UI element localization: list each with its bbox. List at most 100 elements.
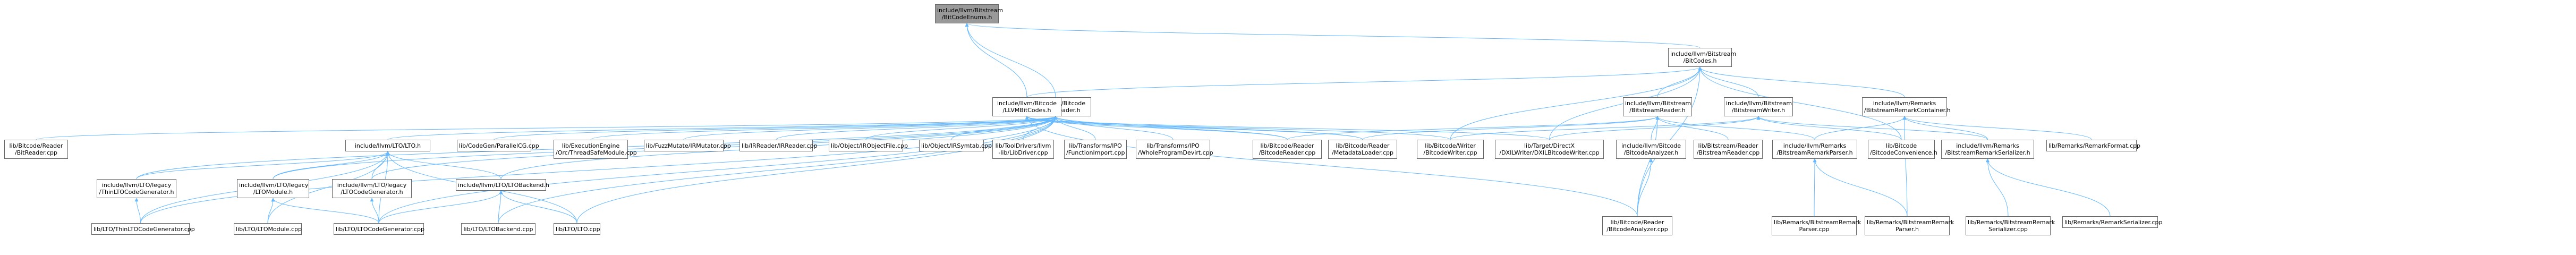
graph-node-label: /BitcodeConvenience.h	[1870, 149, 1937, 156]
graph-node[interactable]: lib/LTO/LTOModule.cpp	[234, 223, 302, 235]
graph-edge	[36, 116, 1057, 140]
graph-node[interactable]: lib/Object/IRObjectFile.cpp	[829, 140, 908, 151]
graph-edge	[136, 151, 390, 180]
graph-node[interactable]: lib/Bitstream/Reader/BitstreamReader.cpp	[1694, 140, 1763, 159]
graph-edge	[140, 116, 1058, 224]
graph-node[interactable]: lib/Bitcode/Reader/BitcodeAnalyzer.cpp	[1602, 216, 1672, 235]
graph-edge	[494, 116, 1058, 140]
graph-node[interactable]: lib/Remarks/RemarkFormat.cpp	[2046, 140, 2141, 151]
graph-node-label: lib/Transforms/IPO	[1069, 142, 1122, 149]
graph-edge	[134, 198, 141, 224]
graph-node[interactable]: include/llvm/Bitstream/BitCodeEnums.h	[935, 4, 1004, 23]
graph-edge	[1549, 116, 1761, 140]
graph-node[interactable]: lib/Transforms/IPO/WholeProgramDevirt.cp…	[1136, 140, 1213, 159]
graph-node-label: lib/Bitcode/Reader	[1260, 142, 1314, 149]
graph-node[interactable]: lib/LTO/ThinLTOCodeGenerator.cpp	[91, 223, 195, 235]
graph-node[interactable]: lib/ExecutionEngine/Orc/ThreadSafeModule…	[554, 140, 637, 159]
graph-node-label: /BitcodeAnalyzer.h	[1623, 149, 1679, 156]
graph-edge	[1053, 116, 1288, 140]
graph-node-label: /BitstreamRemarkSerializer.h	[1945, 149, 2030, 156]
graph-node-label: /BitstreamRemarkParser.h	[1776, 149, 1853, 156]
graph-node[interactable]: lib/Bitcode/BitcodeConvenience.h	[1868, 140, 1937, 159]
graph-node-label: /BitcodeWriter.cpp	[1423, 149, 1477, 156]
graph-node-label: lib/CodeGen/ParallelCG.cpp	[459, 142, 539, 149]
graph-node[interactable]: lib/Bitcode/Reader/BitReader.cpp	[4, 140, 68, 159]
graph-edge	[498, 190, 503, 224]
graph-node-label: /LTOModule.h	[253, 189, 293, 196]
graph-node-label: lib/Bitcode/Reader	[1610, 219, 1664, 226]
graph-node-label: include/llvm/Bitstream	[937, 7, 1004, 14]
graph-node[interactable]: include/llvm/Remarks/BitstreamRemarkCont…	[1862, 97, 1951, 116]
graph-edge	[1362, 116, 1660, 140]
graph-node-label: include/llvm/LTO/legacy	[239, 182, 309, 189]
graph-node-label: /ThinLTOCodeGenerator.h	[99, 189, 174, 196]
graph-node[interactable]: include/llvm/Bitstream/BitstreamWriter.h	[1724, 97, 1793, 116]
graph-node-label: lib/ExecutionEngine	[562, 142, 620, 149]
graph-edge	[1025, 116, 1451, 140]
graph-edge	[1025, 116, 1638, 217]
graph-edge	[273, 151, 390, 180]
graph-node-label: lib/Remarks/RemarkFormat.cpp	[2048, 142, 2141, 149]
graph-node-label: include/llvm/LTO/legacy	[337, 182, 407, 189]
graph-edge	[271, 198, 379, 224]
graph-node-label: /BitCodes.h	[1683, 57, 1717, 64]
graph-node[interactable]: include/llvm/LTO/LTO.h	[345, 140, 430, 151]
graph-edge	[1698, 66, 1902, 140]
graph-edge	[1025, 116, 1363, 140]
graph-node[interactable]: lib/ToolDrivers/llvm-lib/LibDriver.cpp	[992, 140, 1054, 159]
graph-node-label: include/llvm/Bitstream	[1625, 100, 1691, 107]
graph-node[interactable]: include/llvm/LTO/legacy/LTOModule.h	[237, 179, 309, 198]
graph-node[interactable]: include/llvm/Bitstream/BitCodes.h	[1668, 48, 1736, 67]
graph-node[interactable]: include/llvm/Bitcode/LLVMBitCodes.h	[992, 97, 1061, 116]
graph-node[interactable]: lib/LTO/LTOCodeGenerator.cpp	[334, 223, 424, 235]
graph-node-label: lib/LTO/LTOModule.cpp	[236, 225, 302, 233]
graph-edge	[499, 190, 577, 224]
graph-edge	[1986, 158, 2009, 217]
graph-node[interactable]: include/llvm/LTO/LTOBackend.h	[456, 179, 549, 191]
graph-node[interactable]: lib/Remarks/RemarkSerializer.cpp	[2062, 216, 2163, 228]
graph-node-label: -lib/LibDriver.cpp	[998, 149, 1048, 156]
graph-node-label: lib/Remarks/BitstreamRemark	[1867, 219, 1954, 226]
graph-node[interactable]: lib/Bitcode/Writer/BitcodeWriter.cpp	[1417, 140, 1484, 159]
graph-node-label: lib/ToolDrivers/llvm	[995, 142, 1051, 149]
graph-node-label: /BitReader.cpp	[14, 149, 58, 156]
graph-node-label: include/llvm/LTO/LTOBackend.h	[458, 181, 549, 189]
graph-node-label: /LTOCodeGenerator.h	[341, 189, 403, 196]
graph-node[interactable]: include/llvm/LTO/legacy/ThinLTOCodeGener…	[97, 179, 176, 198]
graph-node[interactable]: lib/LTO/LTOBackend.cpp	[461, 223, 535, 235]
graph-edge	[1986, 158, 2111, 217]
graph-node[interactable]: lib/Bitcode/Reader/BitcodeReader.cpp	[1253, 140, 1322, 159]
graph-node[interactable]: lib/Object/IRSymtab.cpp	[919, 140, 992, 151]
graph-edge	[387, 116, 1058, 140]
graph-node[interactable]: include/llvm/Remarks/BitstreamRemarkSeri…	[1941, 140, 2034, 159]
graph-node[interactable]: lib/CodeGen/ParallelCG.cpp	[457, 140, 539, 151]
graph-edge	[1025, 116, 1550, 140]
graph-node[interactable]: lib/Target/DirectX/DXILWriter/DXILBitcod…	[1495, 140, 1604, 159]
graph-edge	[965, 23, 1056, 98]
graph-node-label: lib/Bitcode	[1885, 142, 1917, 149]
graph-node-label: lib/LTO/LTO.cpp	[556, 225, 600, 233]
graph-node-label: lib/Bitcode/Writer	[1425, 142, 1476, 149]
graph-node[interactable]: include/llvm/Bitcode/BitcodeAnalyzer.h	[1616, 140, 1686, 159]
graph-node[interactable]: lib/IRReader/IRReader.cpp	[739, 140, 818, 151]
graph-node[interactable]: lib/Transforms/IPO/FunctionImport.cpp	[1064, 140, 1127, 159]
graph-edge	[1698, 66, 1905, 98]
graph-node-label: lib/Object/IRObjectFile.cpp	[831, 142, 908, 149]
graph-node[interactable]: lib/LTO/LTO.cpp	[554, 223, 600, 235]
graph-edge	[1756, 116, 1902, 140]
graph-edge	[1698, 66, 1759, 98]
graph-node[interactable]: lib/Bitcode/Reader/MetadataLoader.cpp	[1328, 140, 1397, 159]
graph-node[interactable]: include/llvm/Bitstream/BitstreamReader.h	[1623, 97, 1692, 116]
graph-node-label: lib/Bitcode/Reader	[9, 142, 63, 149]
graph-node[interactable]: lib/FuzzMutate/IRMutator.cpp	[644, 140, 731, 151]
graph-node-label: /BitstreamReader.cpp	[1696, 149, 1760, 156]
graph-edge	[378, 190, 503, 224]
graph-node-label: lib/Transforms/IPO	[1146, 142, 1200, 149]
graph-node-label: /LLVMBitCodes.h	[1002, 107, 1051, 114]
graph-node[interactable]: include/llvm/LTO/legacy/LTOCodeGenerator…	[332, 179, 412, 198]
graph-node[interactable]: include/llvm/Remarks/BitstreamRemarkPars…	[1772, 140, 1857, 159]
